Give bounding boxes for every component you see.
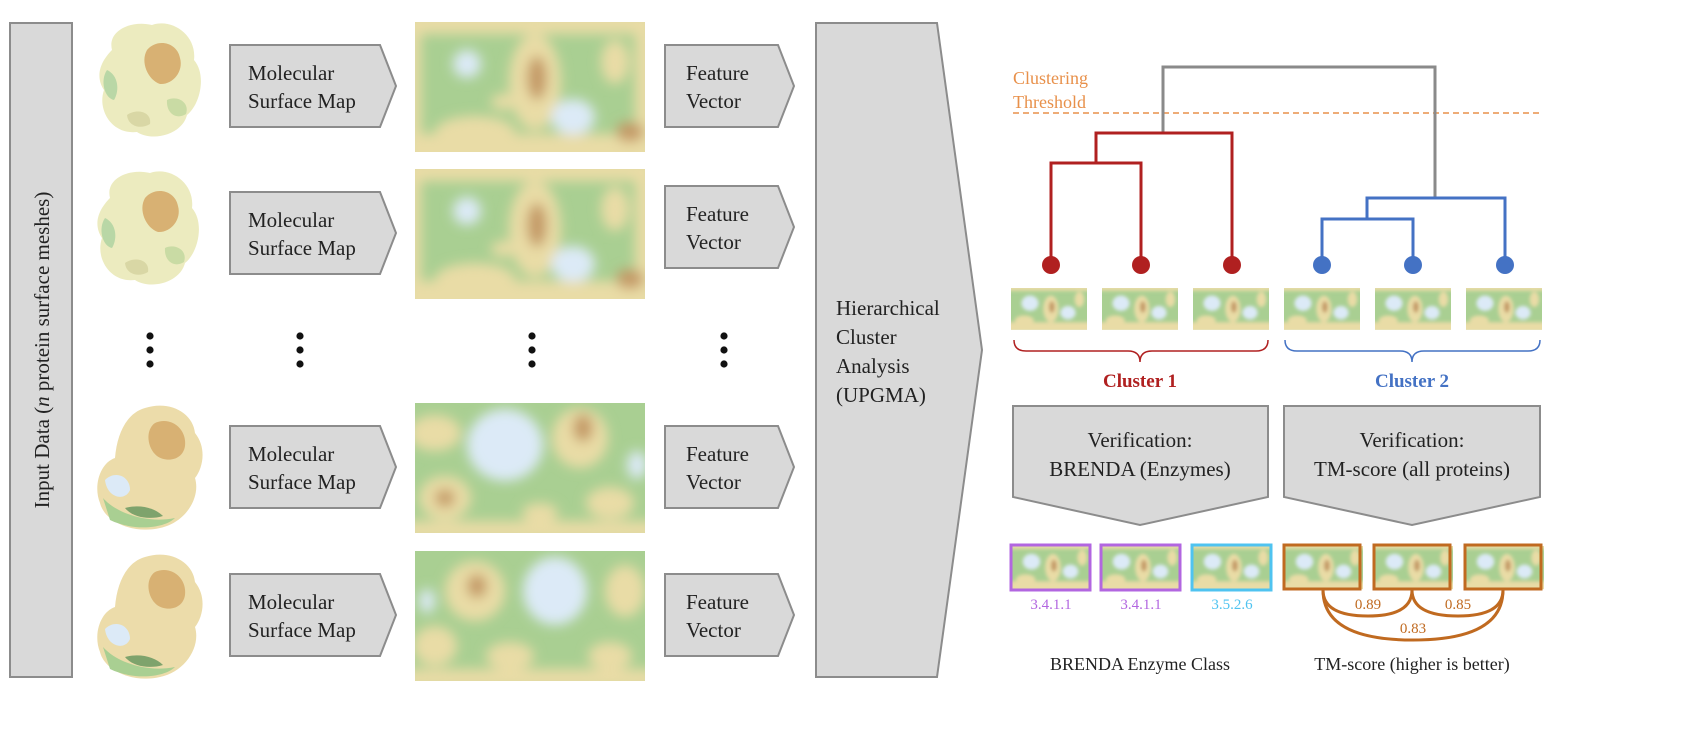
verification-tmscore-box [1283,405,1541,527]
surface-map-label-2: Surface Map [248,618,356,642]
tmscore-frame [1372,543,1452,591]
feature-vector-arrow [664,185,796,269]
leaf-map-thumbnail [1371,284,1455,333]
cluster-analysis-arrow [815,22,984,678]
enzyme-class-label: 3.4.1.1 [1030,597,1071,613]
threshold-label-1: Clustering [1013,68,1088,88]
tmscore-map-thumbnail [1281,542,1367,593]
cluster2-label: Cluster 2 [1375,371,1449,392]
tmscore-value: 0.85 [1445,597,1471,613]
surface-map-label-1: Molecular [248,590,334,614]
cluster-analysis-label-1: Hierarchical [836,296,940,320]
tmscore-frame [1282,543,1362,591]
verification-brenda-label-1: Verification: [1088,428,1193,452]
feature-vector-arrow [664,573,796,657]
protein-surface-3 [97,405,203,530]
leaf-map-thumbnail [1189,284,1273,333]
tmscore-map-thumbnail [1462,542,1548,593]
dendrogram: Clustering Threshold Cluster 1 Cluster 2 [1007,65,1546,392]
cluster1-branches [1049,131,1234,265]
enzyme-class-label: 3.4.1.1 [1120,597,1161,613]
pipeline-row-4: Molecular Surface Map Feature Vec [229,551,796,681]
surface-map-arrow [229,44,398,128]
cluster-analysis-label-3: Analysis [836,354,910,378]
surface-map-label-1: Molecular [248,61,334,85]
tmscore-map-thumbnail [1371,542,1457,593]
feature-vector-label-1: Feature [686,61,749,85]
brenda-frame [1009,543,1092,592]
tmscore-value: 0.83 [1400,621,1426,637]
surface-map-arrow [229,573,398,657]
surface-map-arrow [229,191,398,275]
cluster1-brace [1013,339,1269,363]
tmscore-results: 0.89 0.85 0.83 TM-score (higher is bette… [1281,542,1548,675]
brenda-map-thumbnail [1189,542,1275,593]
feature-vector-label-1: Feature [686,202,749,226]
brenda-frame [1190,543,1273,592]
root-branch [1161,65,1437,198]
pipeline-row-1: Molecular Surface Map Feature Vector [229,12,796,164]
surface-map-arrow [229,425,398,509]
surface-map-image [405,159,655,311]
surface-map-label-2: Surface Map [248,236,356,260]
protein-surface-1 [99,23,201,137]
input-data-bar [9,22,73,678]
protein-surface-2 [97,171,199,285]
enzyme-class-label: 3.5.2.6 [1211,597,1253,613]
brenda-frame [1099,543,1182,592]
feature-vector-label-2: Vector [686,89,741,113]
cluster-analysis-label-2: Cluster [836,325,897,349]
surface-map-label-2: Surface Map [248,470,356,494]
feature-vector-label-2: Vector [686,470,741,494]
feature-vector-arrow [664,44,796,128]
brenda-results: 3.4.1.1 3.4.1.1 3.5.2.6 BRENDA Enzyme Cl… [1008,542,1275,674]
threshold-label-2: Threshold [1013,92,1086,112]
feature-vector-arrow [664,425,796,509]
pipeline-row-2: Molecular Surface Map Feature Vector [229,159,796,311]
pipeline-row-3: Molecular Surface Map Feature Vector [229,403,796,541]
surface-map-image [405,12,655,164]
brenda-caption: BRENDA Enzyme Class [1050,654,1230,674]
cluster2-brace [1284,339,1541,363]
brenda-map-thumbnail [1098,542,1184,593]
feature-vector-label-2: Vector [686,618,741,642]
leaf-map-thumbnail [1098,284,1182,333]
verification-brenda-box [1012,405,1269,527]
input-data-label: Input Data (n protein surface meshes) [30,192,54,509]
verification-tmscore-label-2: TM-score (all proteins) [1314,457,1510,481]
tmscore-value: 0.89 [1355,597,1381,613]
leaf-map-thumbnail [1462,284,1546,333]
ellipsis-dots [146,332,728,368]
cluster2-branches [1320,196,1507,265]
brenda-map-thumbnail [1008,542,1094,593]
verification-brenda-label-2: BRENDA (Enzymes) [1049,457,1230,481]
surface-map-label-2: Surface Map [248,89,356,113]
feature-vector-label-1: Feature [686,590,749,614]
leaf-map-thumbnail [1280,284,1364,333]
protein-surface-4 [97,554,203,679]
feature-vector-label-2: Vector [686,230,741,254]
cluster1-leaves [1042,256,1241,274]
cluster-analysis-label-4: (UPGMA) [836,383,926,407]
verification-tmscore-label-1: Verification: [1360,428,1465,452]
surface-map-image [405,403,655,541]
tmscore-caption: TM-score (higher is better) [1314,654,1509,675]
surface-map-label-1: Molecular [248,208,334,232]
tmscore-arcs [1321,589,1505,642]
cluster1-label: Cluster 1 [1103,371,1177,392]
tmscore-frame [1463,543,1543,591]
leaf-map-thumbnail [1007,284,1091,333]
surface-map-label-1: Molecular [248,442,334,466]
cluster2-leaves [1313,256,1514,274]
feature-vector-label-1: Feature [686,442,749,466]
